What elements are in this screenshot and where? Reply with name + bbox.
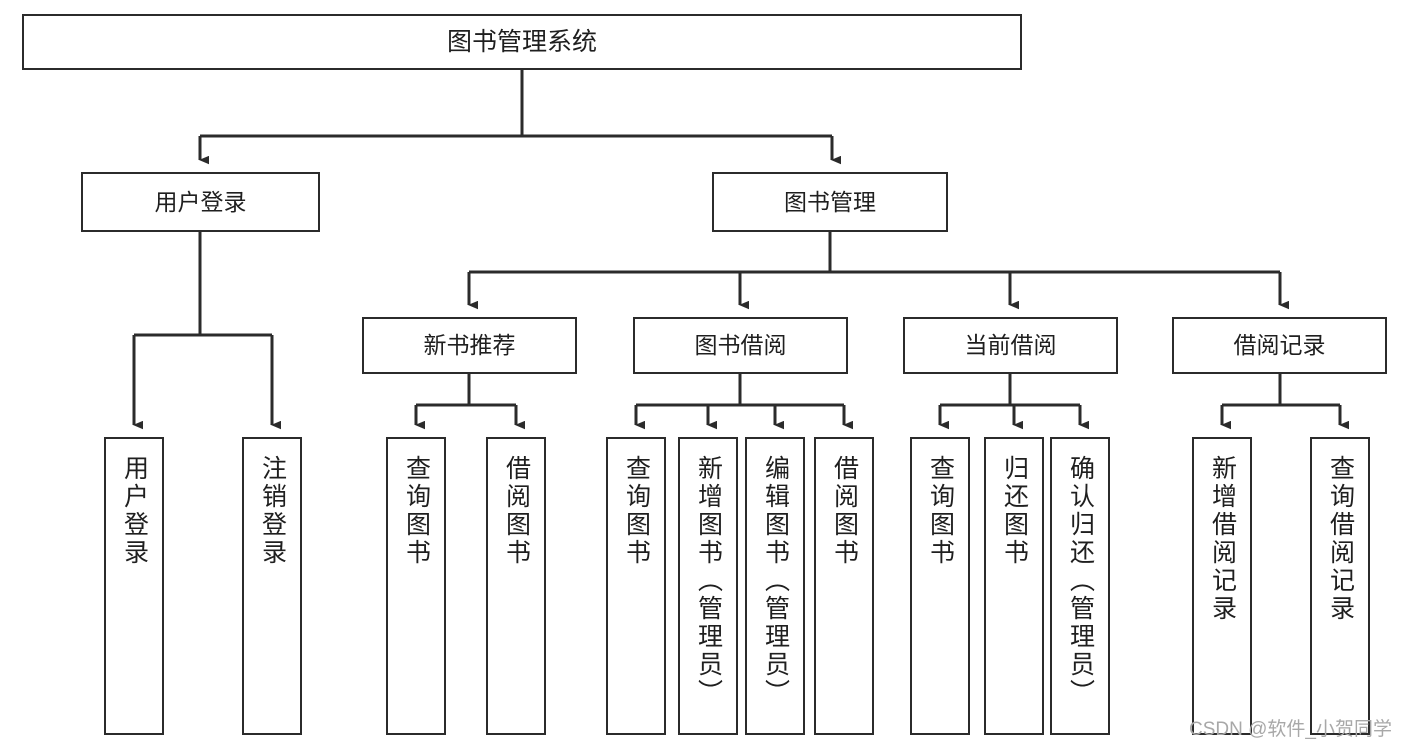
node-root-label: 图书管理系统 [446,27,597,56]
node-leaf-borrow-book-2[interactable]: 借阅图书 [814,437,874,735]
node-leaf-confirm-return[interactable]: 确认归还（管理员） [1050,437,1110,735]
node-current-borrow[interactable]: 当前借阅 [903,317,1118,374]
node-leaf-borrow-book-1-label: 借阅图书 [502,455,531,567]
node-leaf-query-book-3-label: 查询图书 [926,455,955,567]
node-user-login[interactable]: 用户登录 [81,172,320,232]
node-leaf-confirm-return-label: 确认归还（管理员） [1066,455,1095,707]
node-leaf-edit-book-admin[interactable]: 编辑图书（管理员） [745,437,805,735]
node-leaf-add-record[interactable]: 新增借阅记录 [1192,437,1252,735]
node-leaf-return-book-label: 归还图书 [1000,455,1029,567]
node-leaf-query-book-1[interactable]: 查询图书 [386,437,446,735]
node-leaf-query-record[interactable]: 查询借阅记录 [1310,437,1370,735]
node-root[interactable]: 图书管理系统 [22,14,1022,70]
node-leaf-edit-book-admin-label: 编辑图书（管理员） [761,455,790,707]
node-book-manage-label: 图书管理 [784,188,876,215]
node-leaf-add-book-admin-label: 新增图书（管理员） [694,455,723,707]
node-leaf-query-book-1-label: 查询图书 [402,455,431,567]
node-new-book-recommend[interactable]: 新书推荐 [362,317,577,374]
node-leaf-query-book-2[interactable]: 查询图书 [606,437,666,735]
node-leaf-borrow-book-2-label: 借阅图书 [830,455,859,567]
node-leaf-add-book-admin[interactable]: 新增图书（管理员） [678,437,738,735]
node-book-borrow-label: 图书借阅 [694,332,787,359]
node-new-book-recommend-label: 新书推荐 [423,332,516,359]
node-leaf-query-book-3[interactable]: 查询图书 [910,437,970,735]
node-book-manage[interactable]: 图书管理 [712,172,948,232]
node-user-login-label: 用户登录 [154,188,247,215]
node-leaf-logout-login[interactable]: 注销登录 [242,437,302,735]
node-leaf-query-record-label: 查询借阅记录 [1326,455,1355,623]
node-leaf-query-book-2-label: 查询图书 [622,455,651,567]
node-book-borrow[interactable]: 图书借阅 [633,317,848,374]
node-leaf-add-record-label: 新增借阅记录 [1208,455,1237,623]
node-borrow-record[interactable]: 借阅记录 [1172,317,1387,374]
node-leaf-logout-login-label: 注销登录 [258,455,287,567]
node-leaf-user-login-label: 用户登录 [120,455,149,567]
node-leaf-user-login[interactable]: 用户登录 [104,437,164,735]
node-borrow-record-label: 借阅记录 [1233,332,1326,359]
node-leaf-borrow-book-1[interactable]: 借阅图书 [486,437,546,735]
node-leaf-return-book[interactable]: 归还图书 [984,437,1044,735]
node-current-borrow-label: 当前借阅 [964,332,1057,359]
